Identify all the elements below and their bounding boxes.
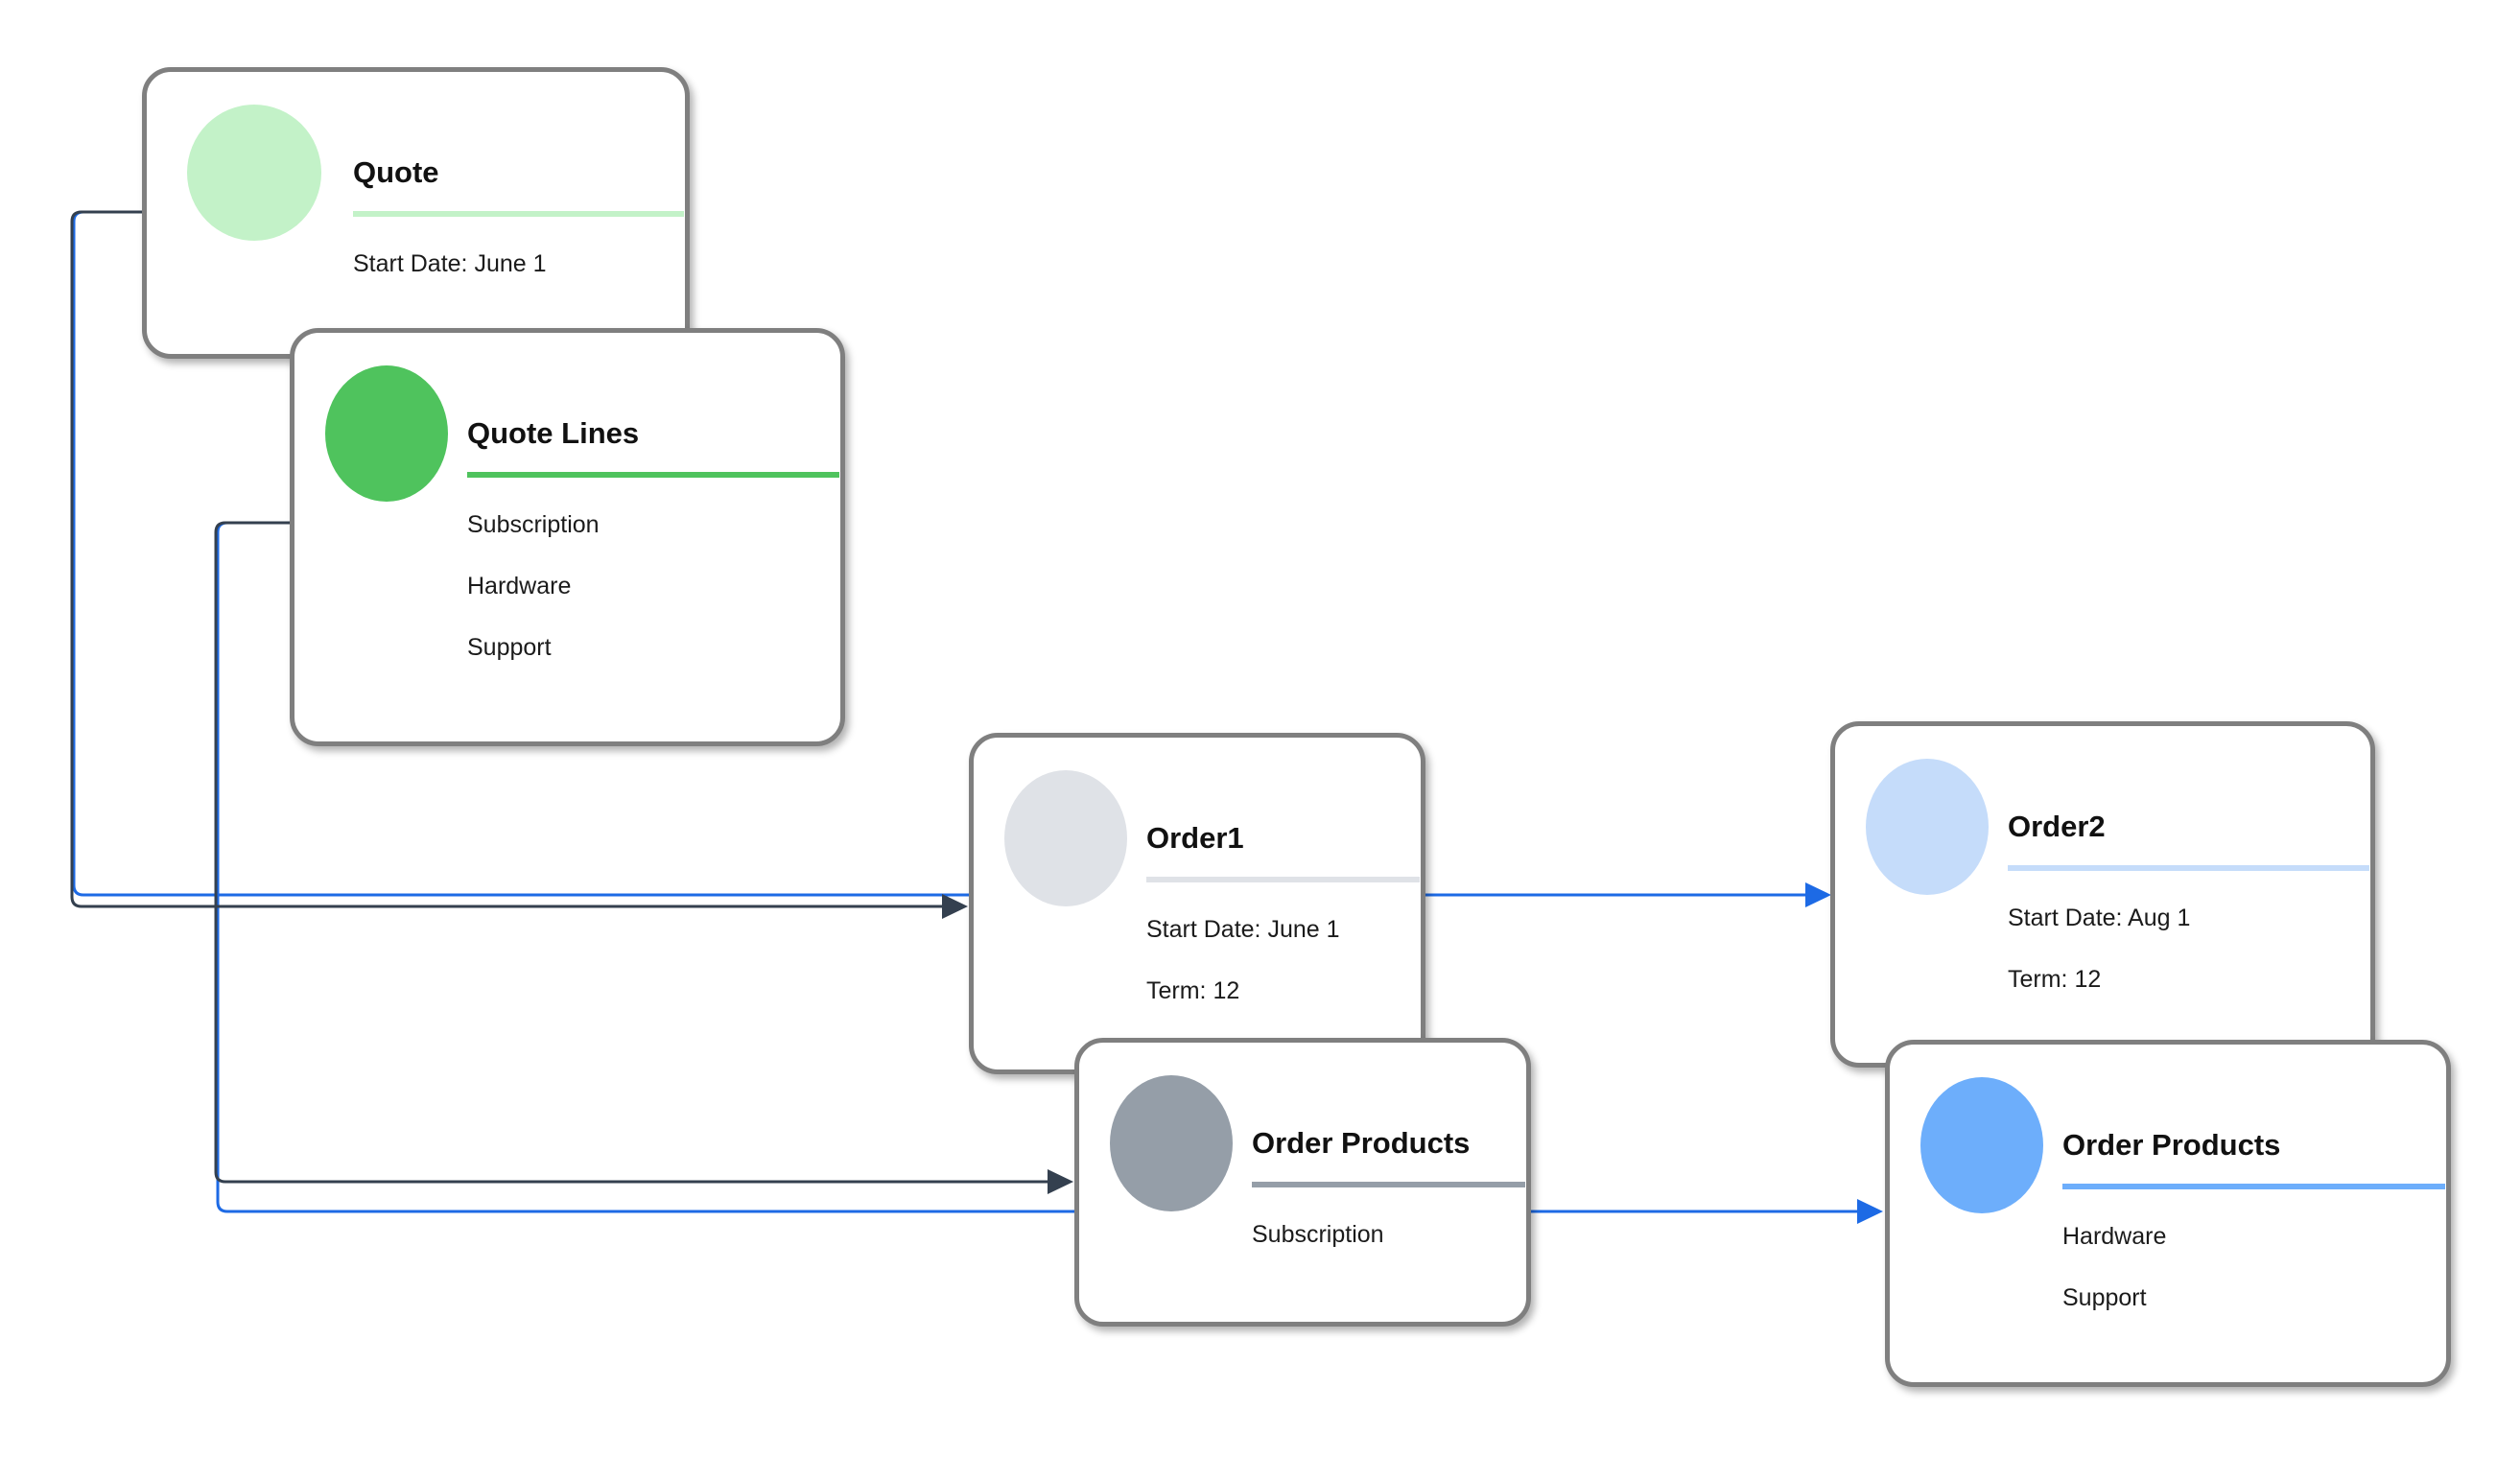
node-title: Order Products [1252, 1126, 1470, 1161]
arrowhead-order2 [1805, 882, 1831, 907]
title-underline [2008, 865, 2369, 871]
field-line: Hardware [467, 555, 600, 617]
node-title: Order Products [2062, 1128, 2280, 1163]
arrowhead-orderproducts2 [1857, 1199, 1883, 1224]
quote-record-icon [187, 105, 321, 241]
field-line: Subscription [467, 494, 600, 555]
node-fields: Start Date: June 1 Term: 12 [1146, 899, 1340, 1022]
field-line: Start Date: June 1 [353, 233, 547, 294]
title-underline [1252, 1182, 1525, 1187]
node-fields: Subscription Hardware Support [467, 494, 600, 678]
node-quote: Quote Start Date: June 1 [142, 67, 690, 359]
node-fields: Subscription [1252, 1204, 1384, 1265]
order-products-record-icon [1110, 1075, 1233, 1211]
title-underline [467, 472, 839, 478]
field-line: Term: 12 [1146, 960, 1340, 1022]
title-underline [1146, 877, 1420, 882]
arrowhead-orderproducts1 [1048, 1169, 1073, 1194]
field-line: Subscription [1252, 1204, 1384, 1265]
node-title: Quote Lines [467, 416, 639, 451]
field-line: Start Date: Aug 1 [2008, 887, 2190, 949]
node-quote-lines: Quote Lines Subscription Hardware Suppor… [290, 328, 845, 746]
node-title: Order1 [1146, 821, 1244, 856]
field-line: Support [2062, 1267, 2166, 1328]
node-order2: Order2 Start Date: Aug 1 Term: 12 [1830, 721, 2375, 1068]
node-order-products-subscription: Order Products Subscription [1074, 1038, 1531, 1327]
quote-lines-record-icon [325, 365, 448, 502]
field-line: Hardware [2062, 1206, 2166, 1267]
node-order1: Order1 Start Date: June 1 Term: 12 [969, 733, 1425, 1074]
node-title: Order2 [2008, 810, 2106, 844]
arrowhead-order1 [942, 894, 968, 919]
node-fields: Hardware Support [2062, 1206, 2166, 1328]
title-underline [2062, 1184, 2445, 1189]
field-line: Start Date: June 1 [1146, 899, 1340, 960]
field-line: Support [467, 617, 600, 678]
node-fields: Start Date: Aug 1 Term: 12 [2008, 887, 2190, 1010]
order2-record-icon [1866, 759, 1989, 895]
order1-record-icon [1004, 770, 1127, 906]
title-underline [353, 211, 684, 217]
field-line: Term: 12 [2008, 949, 2190, 1010]
node-title: Quote [353, 155, 439, 190]
node-order-products-hardware-support: Order Products Hardware Support [1885, 1040, 2451, 1387]
node-fields: Start Date: June 1 [353, 233, 547, 294]
order-products-record-icon [1920, 1077, 2043, 1213]
